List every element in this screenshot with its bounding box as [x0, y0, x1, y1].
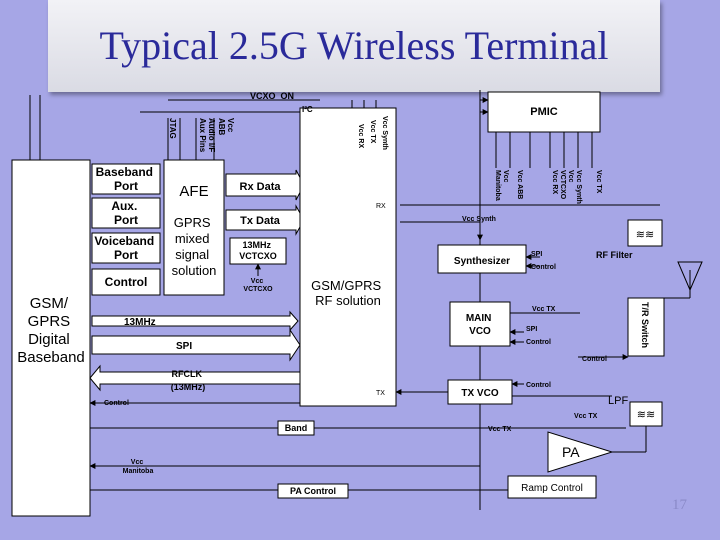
- band-box: [277, 420, 315, 436]
- vcc-vctcxo-label: Vcc VCTCXO: [243, 278, 273, 293]
- tr-switch-control: Control: [582, 356, 607, 363]
- voiceband-port-box: [91, 232, 161, 264]
- svg-text:Vcc: Vcc: [567, 170, 574, 183]
- pa-control-box: [277, 483, 349, 499]
- svg-text:ABB: ABB: [217, 118, 226, 136]
- tx-vco-control: Control: [526, 382, 551, 389]
- tx-vco-label: TX VCO: [461, 388, 498, 399]
- band-vcc-tx: Vcc TX: [488, 426, 512, 433]
- rf-vcc-pins: Vcc Synth Vcc TX Vcc RX: [351, 100, 388, 150]
- svg-text:JTAG: JTAG: [168, 118, 177, 139]
- rx-pin-label: RX: [376, 203, 386, 210]
- ramp-control-label: Ramp Control: [521, 483, 583, 494]
- afe-body: GPRS mixed signal solution: [172, 215, 217, 278]
- lpf-label: LPF: [608, 395, 628, 407]
- slide-title: Typical 2.5G Wireless Terminal: [99, 23, 609, 68]
- svg-text:Vcc: Vcc: [226, 118, 235, 133]
- svg-text:Manitoba: Manitoba: [494, 170, 501, 201]
- svg-text:Vcc TX: Vcc TX: [595, 170, 602, 194]
- synthesizer-label: Synthesizer: [454, 256, 510, 267]
- tr-switch-block: [627, 297, 665, 357]
- main-vco-spi: SPI: [526, 326, 537, 333]
- pmic-label: PMIC: [530, 106, 558, 118]
- baseband-port-label: Baseband Port: [96, 165, 157, 193]
- aux-port-box: [91, 197, 161, 229]
- bus-13mhz-label: 13MHz: [124, 317, 156, 328]
- afe-title: AFE: [179, 183, 208, 200]
- rx-data-label: Rx Data: [240, 181, 282, 193]
- vctcxo-label: 13MHz VCTCXO: [239, 240, 277, 261]
- svg-text:Aux Pins: Aux Pins: [198, 118, 207, 153]
- aux-port-label: Aux. Port: [111, 199, 140, 227]
- band-label: Band: [285, 423, 308, 433]
- vcc-synth-label: Vcc Synth: [462, 216, 496, 223]
- tx-pin-label: TX: [376, 390, 385, 397]
- bus-13mhz-arrow: [91, 310, 299, 332]
- main-vco-vcc-tx: Vcc TX: [532, 306, 556, 313]
- vcxo-on-label: VCXO_ON: [250, 91, 294, 101]
- svg-text:Audio I/F: Audio I/F: [207, 118, 216, 152]
- control-left-label: Control: [104, 400, 129, 407]
- baseband-label: GSM/ GPRS Digital Baseband: [17, 295, 85, 366]
- pmic-block: [487, 91, 601, 133]
- baseband-block: [11, 159, 91, 517]
- main-vco-label: MAIN VCO: [466, 313, 494, 337]
- tx-data-label: Tx Data: [240, 215, 281, 227]
- svg-text:Vcc RX: Vcc RX: [357, 124, 364, 148]
- control-port-label: Control: [105, 275, 148, 289]
- rf-solution-label: GSM/GPRS RF solution: [311, 278, 385, 308]
- bus-rfclk-label: RFCLK (13MHz): [171, 369, 206, 392]
- voiceband-port-label: Voiceband Port: [94, 234, 157, 262]
- tx-vco-block: [447, 379, 513, 405]
- rf-filter-label: RF Filter: [596, 250, 633, 260]
- lpf-filter-icon: ≋≋: [637, 409, 655, 421]
- tr-switch-label: T/R Switch: [640, 302, 650, 348]
- rf-solution-block: [299, 107, 397, 407]
- svg-text:Vcc Synth: Vcc Synth: [381, 116, 388, 150]
- main-vco-block: [449, 301, 511, 347]
- pa-amplifier: [547, 431, 614, 473]
- baseband-port-box: [91, 163, 161, 195]
- pmic-pin-group: Vcc Manitoba Vcc ABB Vcc RX VCTCXO Vcc V…: [494, 132, 602, 204]
- main-vco-control: Control: [526, 339, 551, 346]
- pa-vcc-tx: Vcc TX: [574, 413, 598, 420]
- rf-filter-box: [627, 219, 663, 247]
- ramp-control-block: [507, 475, 597, 499]
- svg-text:Vcc ABB: Vcc ABB: [516, 170, 523, 199]
- i2c-label: I²C: [302, 105, 313, 114]
- vctcxo-box: [229, 237, 287, 265]
- title-bar: Typical 2.5G Wireless Terminal: [48, 0, 660, 92]
- svg-text:Vcc RX: Vcc RX: [551, 170, 558, 194]
- control-port-box: [91, 268, 161, 296]
- bus-spi-label: SPI: [176, 341, 192, 352]
- svg-text:Vcc TX: Vcc TX: [369, 120, 376, 144]
- synth-spi-label: SPI: [531, 251, 542, 258]
- filter-icon: ≋≋: [636, 229, 654, 241]
- svg-text:Vcc Synth: Vcc Synth: [575, 170, 582, 204]
- jtag-pin-group: JTAG Aux Pins Audio I/F Vcc ABB: [167, 118, 235, 160]
- svg-text:VCTCXO: VCTCXO: [559, 170, 566, 200]
- page-number: 17: [672, 497, 687, 513]
- pa-control-label: PA Control: [290, 486, 336, 496]
- antenna-icon: [677, 261, 703, 292]
- pa-label: PA: [562, 444, 580, 460]
- vcc-manitoba-left-label: Vcc Manitoba: [123, 459, 154, 475]
- svg-text:Vcc: Vcc: [502, 170, 509, 183]
- synth-control-label: Control: [531, 264, 556, 271]
- afe-block: [163, 159, 225, 296]
- bus-rfclk-arrow: [89, 364, 301, 392]
- bus-spi-arrow: [91, 328, 301, 362]
- synthesizer-block: [437, 244, 527, 274]
